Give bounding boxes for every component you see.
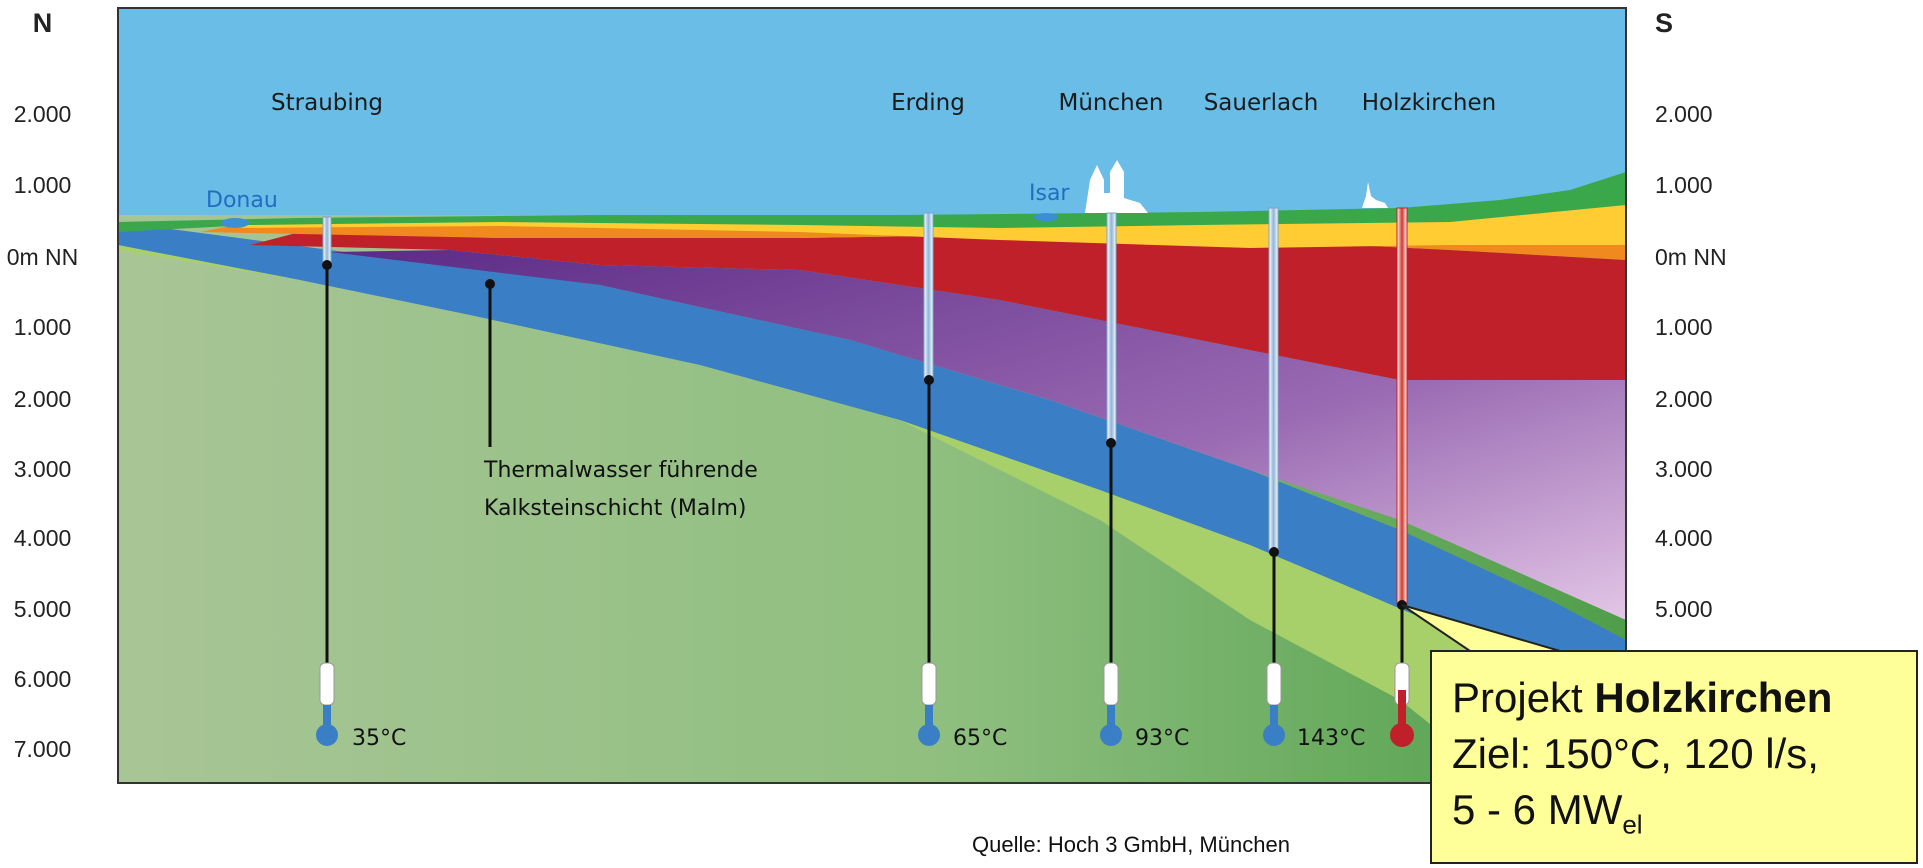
depth-label-right: 4.000 bbox=[1655, 525, 1713, 551]
purple-layer bbox=[330, 250, 1626, 620]
surface-layer bbox=[118, 172, 1626, 232]
malm-annotation-line2: Kalksteinschicht (Malm) bbox=[484, 496, 747, 521]
temp-straubing: 35°C bbox=[352, 726, 406, 751]
holzkirchen-rig-icon bbox=[1362, 182, 1388, 208]
callout-line3: 5 - 6 MWel bbox=[1452, 782, 1896, 852]
source-credit: Quelle: Hoch 3 GmbH, München bbox=[972, 832, 1290, 857]
south-label: S bbox=[1655, 8, 1674, 38]
depth-label-right: 1.000 bbox=[1655, 314, 1713, 340]
depth-label-right: 2.000 bbox=[1655, 101, 1713, 127]
callout-project-name: Holzkirchen bbox=[1594, 674, 1833, 721]
town-label-straubing: Straubing bbox=[271, 90, 383, 116]
depth-label-left: 2.000 bbox=[13, 101, 72, 127]
depth-label-right: 3.000 bbox=[1655, 456, 1713, 482]
depth-label-right: 2.000 bbox=[1655, 386, 1713, 412]
well-holzkirchen bbox=[1390, 207, 1414, 747]
depth-label-right: 1.000 bbox=[1655, 172, 1713, 198]
temp-muenchen: 93°C bbox=[1135, 726, 1189, 751]
depth-label-left: 1.000 bbox=[13, 172, 72, 198]
well-erding bbox=[918, 212, 940, 746]
callout-line1: Projekt Holzkirchen bbox=[1452, 670, 1896, 726]
depth-label-left: 4.000 bbox=[13, 525, 72, 551]
depth-label-left: 5.000 bbox=[13, 596, 72, 622]
town-label-sauerlach: Sauerlach bbox=[1204, 90, 1319, 116]
town-label-erding: Erding bbox=[891, 90, 965, 116]
donau-river bbox=[221, 218, 249, 228]
temp-sauerlach: 143°C bbox=[1297, 726, 1365, 751]
malm-annotation-line1: Thermalwasser führende bbox=[483, 458, 758, 483]
depth-label-left: 3.000 bbox=[13, 456, 72, 482]
well-muenchen bbox=[1100, 212, 1122, 746]
temp-erding: 65°C bbox=[953, 726, 1007, 751]
malm-annotation-dot bbox=[485, 279, 495, 289]
town-label-muenchen: München bbox=[1059, 90, 1164, 116]
depth-label-right: 0m NN bbox=[1655, 244, 1727, 270]
callout-prefix: Projekt bbox=[1452, 674, 1595, 721]
malm-limestone-layer bbox=[118, 222, 1626, 700]
callout-capacity-subscript: el bbox=[1622, 809, 1643, 840]
depth-label-right: 5.000 bbox=[1655, 596, 1713, 622]
red-layer bbox=[250, 232, 1626, 380]
river-label-donau: Donau bbox=[206, 188, 278, 213]
project-callout: Projekt Holzkirchen Ziel: 150°C, 120 l/s… bbox=[1430, 650, 1918, 864]
muenchen-skyline-icon bbox=[1085, 160, 1148, 213]
north-label: N bbox=[32, 8, 53, 38]
depth-label-left: 7.000 bbox=[13, 736, 72, 762]
town-label-holzkirchen: Holzkirchen bbox=[1362, 90, 1496, 116]
well-sauerlach bbox=[1263, 207, 1285, 746]
depth-label-left: 1.000 bbox=[13, 314, 72, 340]
isar-river bbox=[1034, 213, 1058, 221]
river-label-isar: Isar bbox=[1029, 181, 1070, 206]
callout-line2: Ziel: 150°C, 120 l/s, bbox=[1452, 730, 1819, 777]
depth-label-left: 0m NN bbox=[6, 244, 79, 270]
depth-label-left: 2.000 bbox=[13, 386, 72, 412]
depth-label-left: 6.000 bbox=[13, 666, 72, 692]
well-straubing bbox=[316, 216, 338, 746]
callout-capacity: 5 - 6 MW bbox=[1452, 786, 1623, 833]
